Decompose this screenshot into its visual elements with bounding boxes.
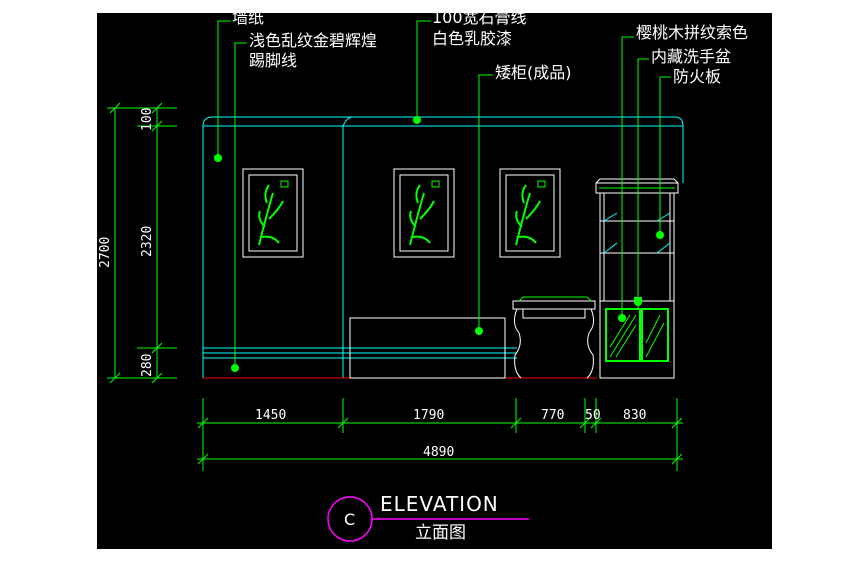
vertical-dimensions <box>107 102 177 384</box>
wall-outline <box>202 116 684 378</box>
label-fireboard: 防火板 <box>673 67 722 86</box>
side-table <box>512 296 596 379</box>
elevation-drawing: 2700 100 2320 280 1450 1790 770 50 830 4… <box>98 20 684 542</box>
label-skirting-line2: 踢脚线 <box>249 51 298 70</box>
label-cornice-line1: 100宽石膏线 <box>432 8 527 27</box>
dim-v-top: 100 <box>140 108 155 131</box>
section-marker-letter: C <box>344 510 355 529</box>
label-cornice-line2: 白色乳胶漆 <box>432 29 513 48</box>
low-cabinet <box>349 317 506 379</box>
horizontal-dimensions <box>197 398 683 471</box>
tall-cabinet <box>595 178 679 379</box>
label-basin: 内藏洗手盆 <box>651 47 732 66</box>
leader-lines <box>217 20 671 368</box>
label-cherry: 樱桃木拼纹索色 <box>636 23 749 42</box>
title-chinese: 立面图 <box>415 523 466 543</box>
dim-h-770: 770 <box>541 408 564 423</box>
basin-cabinet-doors <box>605 297 669 362</box>
dim-h-830: 830 <box>623 408 646 423</box>
dim-v-bottom: 280 <box>140 354 155 377</box>
dim-h-total: 4890 <box>423 445 454 460</box>
framed-picture-2 <box>393 168 455 258</box>
label-cabinet: 矮柜(成品) <box>495 63 572 82</box>
dim-h-1790: 1790 <box>413 408 444 423</box>
label-wallpaper: 墙纸 <box>232 8 265 27</box>
framed-picture-1 <box>242 168 304 258</box>
label-skirting-line1: 浅色乱纹金碧辉煌 <box>249 31 378 50</box>
leader-dots <box>214 116 664 372</box>
dim-h-1450: 1450 <box>255 408 286 423</box>
dim-h-50: 50 <box>585 408 601 423</box>
dim-v-middle: 2320 <box>140 226 155 257</box>
title-english: ELEVATION <box>380 492 499 516</box>
cad-viewport: 2700 100 2320 280 1450 1790 770 50 830 4… <box>97 9 772 549</box>
framed-picture-3 <box>499 168 561 258</box>
dim-v-total: 2700 <box>98 237 113 268</box>
